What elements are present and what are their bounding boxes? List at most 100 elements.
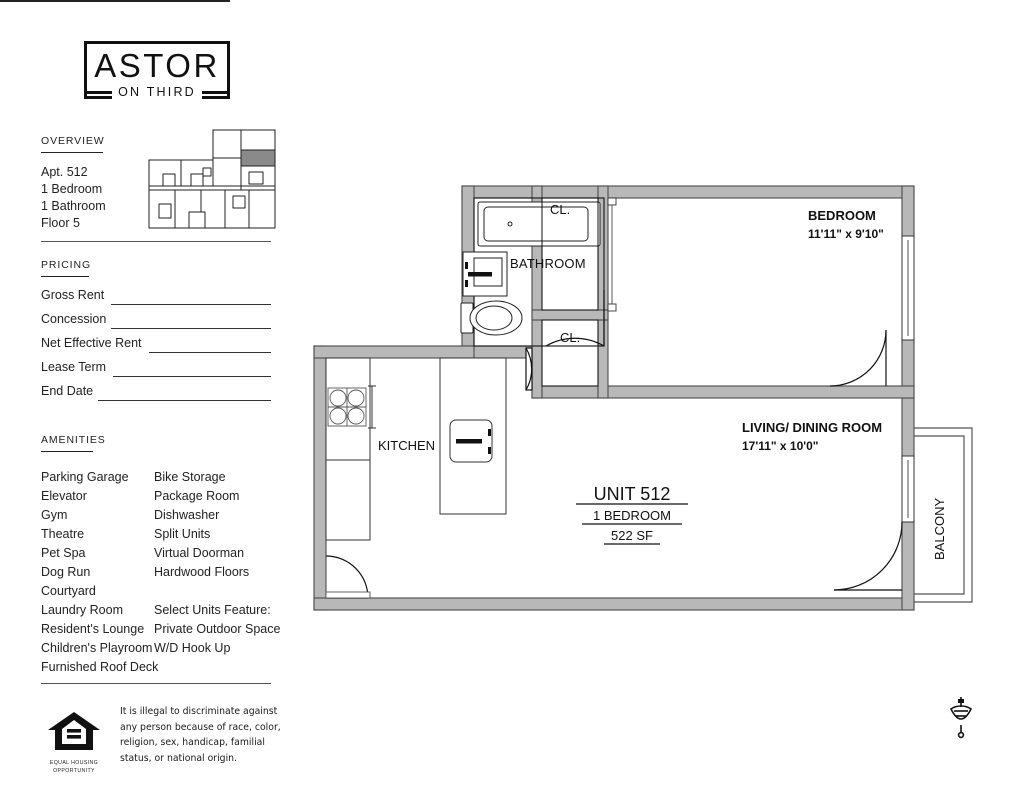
amenity-item: Virtual Doorman: [154, 546, 245, 560]
amenities-column-left: Parking Garage Elevator Gym Theatre Pet …: [41, 468, 159, 677]
bathroom-door-swing: [545, 337, 605, 347]
overview-heading-rule: [41, 152, 103, 153]
amenity-item: Laundry Room: [41, 603, 123, 617]
tagline-rule-right: [201, 90, 231, 94]
kitchen-faucet: [456, 429, 491, 454]
amenities-subheading: Select Units Feature:: [154, 603, 271, 617]
amenity-item: Parking Garage: [41, 470, 129, 484]
amenity-item: Private Outdoor Space: [154, 622, 281, 636]
burner: [347, 389, 365, 407]
tagline-rule-left: [84, 90, 113, 94]
wall-right-living-lower: [901, 519, 915, 611]
sink-faucet: [465, 262, 492, 287]
pricing-blank-lease-term[interactable]: [113, 376, 271, 377]
amenity-item: Courtyard: [41, 584, 96, 598]
wall-right-bedroom: [901, 185, 915, 239]
overview-divider: [41, 241, 271, 242]
amenity-item: Package Room: [154, 489, 240, 503]
bedroom-door-swing: [829, 329, 887, 387]
pricing-blank-end-date[interactable]: [98, 400, 271, 401]
equal-housing-icon: [48, 712, 100, 750]
kitchen-door-swing: [325, 555, 369, 599]
room-dim-living-dining: 17'11" x 10'0": [742, 439, 818, 453]
kitchen-door-threshold: [325, 591, 371, 599]
wall-left-outer: [313, 345, 327, 611]
pricing-label-net-effective-rent: Net Effective Rent: [41, 336, 142, 350]
pricing-heading: PRICING: [41, 259, 92, 271]
amenities-column-right: Bike Storage Package Room Dishwasher Spl…: [154, 468, 284, 677]
burner: [347, 407, 365, 425]
amenity-item: Dishwasher: [154, 508, 220, 522]
amenity-item: W/D Hook Up: [154, 641, 231, 655]
room-label-closet-1: CL.: [550, 202, 570, 217]
brand-tagline-wrap: ON THIRD: [84, 84, 231, 100]
overview-apt: Apt. 512: [41, 165, 88, 179]
amenity-item: Resident's Lounge: [41, 622, 145, 636]
toilet-seat: [475, 305, 513, 331]
room-label-balcony: BALCONY: [932, 498, 947, 560]
amenity-item: Split Units: [154, 527, 211, 541]
room-label-bathroom: BATHROOM: [510, 256, 586, 271]
room-label-kitchen: KITCHEN: [378, 438, 435, 453]
room-label-closet-2: CL.: [560, 330, 580, 345]
pricing-row-gross-rent: Gross Rent: [41, 288, 271, 308]
overview-bathrooms: 1 Bathroom: [41, 199, 106, 213]
pricing-label-end-date: End Date: [41, 384, 94, 398]
building-keyplan: [148, 129, 276, 229]
wall-closet-mid: [531, 309, 609, 321]
pricing-divider: [0, 0, 230, 2]
svg-text:UNIT 512: UNIT 512: [594, 484, 671, 504]
pricing-row-lease-term: Lease Term: [41, 360, 271, 380]
amenity-item: Hardwood Floors: [154, 565, 250, 579]
eho-caption-line2: OPPORTUNITY: [53, 768, 95, 774]
amenity-item: Bike Storage: [154, 470, 226, 484]
wall-bottom-outer: [313, 597, 915, 611]
unit-stamp: UNIT 512 1 BEDROOM 522 SF: [576, 484, 688, 545]
room-label-bedroom: BEDROOM: [808, 208, 876, 223]
amenities-heading: AMENITIES: [41, 434, 106, 446]
wall-bedroom-bottom: [531, 385, 915, 399]
closet-door-panel-bottom: [607, 303, 617, 312]
svg-text:1 BEDROOM: 1 BEDROOM: [593, 508, 671, 523]
room-label-living-dining: LIVING/ DINING ROOM: [742, 420, 882, 435]
closet-2-interior: [541, 319, 599, 387]
info-sidebar: ASTOR ON THIRD OVERVIEW Apt. 512 1 Bedro…: [0, 0, 300, 800]
pricing-label-gross-rent: Gross Rent: [41, 288, 105, 302]
amenities-heading-rule: [41, 451, 93, 452]
burner: [329, 389, 347, 407]
amenity-item: Children's Playroom: [41, 641, 153, 655]
amenity-item: Pet Spa: [41, 546, 86, 560]
amenity-item: Gym: [41, 508, 68, 522]
legal-disclaimer: It is illegal to discriminate against an…: [120, 706, 281, 764]
burner: [329, 407, 347, 425]
closet-1-interior: [541, 197, 599, 311]
closet-door-panel-top: [607, 197, 617, 206]
floor-plan-drawing: BATHROOM CL. CL. BEDROOM 11'11" x 9'10" …: [313, 185, 973, 611]
amenity-item: Theatre: [41, 527, 85, 541]
pricing-label-concession: Concession: [41, 312, 107, 326]
entry-door-swing: [525, 347, 533, 391]
pricing-blank-gross-rent[interactable]: [111, 304, 271, 305]
overview-heading: OVERVIEW: [41, 135, 105, 147]
brand-tagline: ON THIRD: [112, 85, 202, 99]
amenities-divider: [41, 683, 271, 684]
balcony-door-swing: [833, 521, 903, 591]
balcony-outline-outer: [914, 427, 973, 603]
overview-bedrooms: 1 Bedroom: [41, 182, 103, 196]
wall-right-living: [901, 397, 915, 459]
pricing-blank-net-effective-rent[interactable]: [149, 352, 271, 353]
pricing-row-concession: Concession: [41, 312, 271, 332]
pricing-heading-rule: [41, 276, 89, 277]
pricing-row-end-date: End Date: [41, 384, 271, 404]
pricing-row-net-effective-rent: Net Effective Rent: [41, 336, 271, 356]
wall-top: [461, 185, 915, 199]
amenity-item: Furnished Roof Deck: [41, 660, 159, 674]
overview-floor: Floor 5: [41, 216, 80, 230]
wall-kitchen-top: [313, 345, 475, 359]
north-arrow-icon: [949, 697, 973, 739]
balcony-outline-inner: [914, 435, 965, 595]
bathtub-drain: [507, 221, 513, 227]
eho-caption-line1: EQUAL HOUSING: [49, 760, 99, 766]
pricing-blank-concession[interactable]: [111, 328, 271, 329]
amenity-item: Dog Run: [41, 565, 91, 579]
